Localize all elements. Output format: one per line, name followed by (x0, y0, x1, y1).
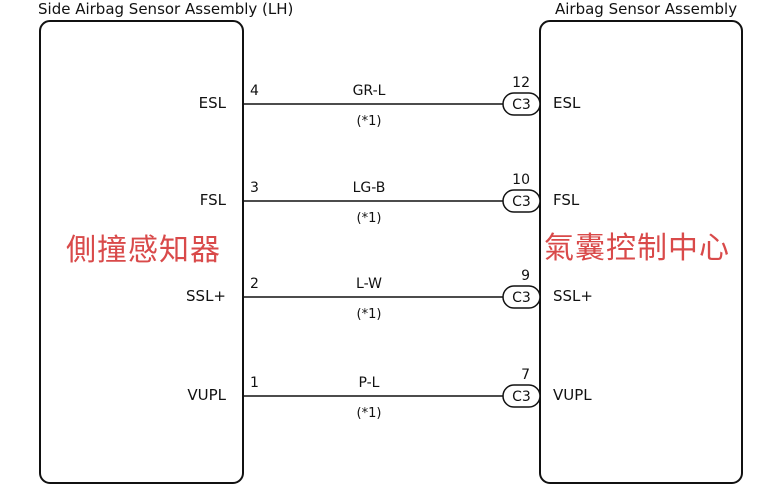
left-pin-number: 3 (250, 180, 259, 196)
left-pin-number: 4 (250, 83, 259, 99)
left-pin-label: ESL (198, 94, 226, 112)
connector-id: C3 (512, 389, 531, 405)
left-pin-label: SSL+ (186, 287, 226, 305)
right-component-title: Airbag Sensor Assembly (555, 0, 738, 18)
left-pin-label: FSL (199, 191, 226, 209)
right-component-box (539, 20, 743, 484)
wire-note: (*1) (356, 406, 382, 421)
connector-shape (502, 384, 541, 408)
right-pin-number: 12 (512, 75, 530, 91)
right-pin-number: 9 (521, 268, 530, 284)
wire-color-code: LG-B (352, 180, 386, 196)
left-pin-label: VUPL (187, 386, 226, 404)
left-component-title: Side Airbag Sensor Assembly (LH) (38, 0, 294, 18)
right-pin-label: ESL (553, 94, 581, 112)
left-chinese-label: 側撞感知器 (66, 233, 221, 268)
right-chinese-label: 氣囊控制中心 (544, 231, 730, 266)
left-pin-number: 1 (250, 375, 259, 391)
connector-shape (502, 189, 541, 213)
wire-note: (*1) (356, 114, 382, 129)
right-pin-label: FSL (553, 191, 580, 209)
left-pin-number: 2 (250, 276, 259, 292)
connector-id: C3 (512, 194, 531, 210)
left-component-box (39, 20, 244, 484)
wire-color-code: L-W (356, 276, 382, 292)
wire-color-code: GR-L (352, 83, 386, 99)
connector-shape (502, 285, 541, 309)
right-pin-label: VUPL (553, 386, 592, 404)
right-pin-number: 7 (521, 367, 530, 383)
wire-color-code: P-L (358, 375, 380, 391)
connector-id: C3 (512, 97, 531, 113)
connector-shape (502, 92, 541, 116)
right-pin-number: 10 (512, 172, 530, 188)
wire-note: (*1) (356, 211, 382, 226)
wire-note: (*1) (356, 307, 382, 322)
connector-id: C3 (512, 290, 531, 306)
right-pin-label: SSL+ (553, 287, 593, 305)
